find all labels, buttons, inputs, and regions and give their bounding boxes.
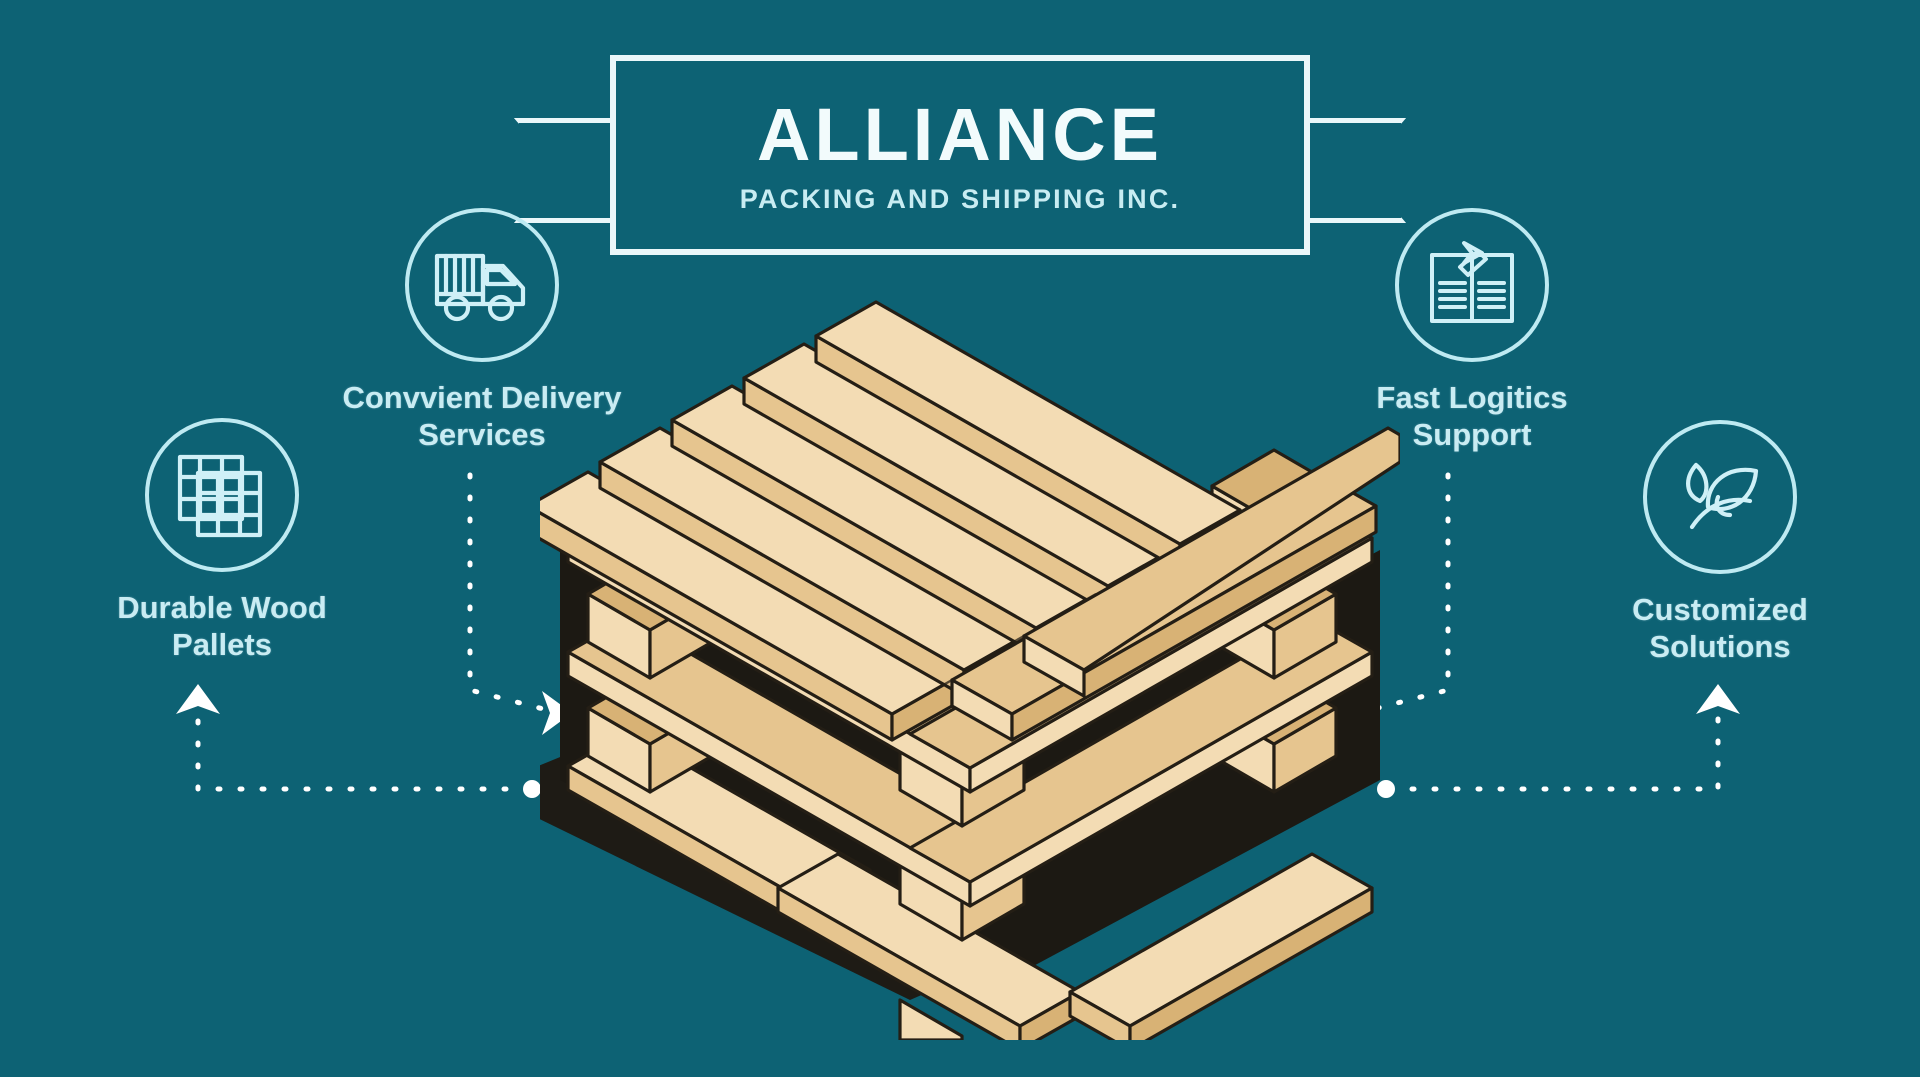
feature-fast-logitics-support[interactable]: Fast Logitics Support (1322, 208, 1622, 453)
feature-label: Convvient Delivery Services (342, 380, 622, 452)
stacked-pallet-icon (145, 418, 299, 572)
arrow-up-pallets (176, 684, 220, 714)
feature-convvient-delivery-services[interactable]: Convvient Delivery Services (332, 208, 632, 453)
pallet-middle-stringers (566, 616, 1374, 908)
brand-banner: ALLIANCE PACKING AND SHIPPING INC. (514, 55, 1406, 255)
arrow-up-custom (1696, 684, 1740, 714)
feature-customized-solutions[interactable]: Customized Solutions (1570, 420, 1870, 665)
banner-box: ALLIANCE PACKING AND SHIPPING INC. (610, 55, 1310, 255)
connector-custom-path (1387, 697, 1721, 792)
feature-label: Customized Solutions (1632, 592, 1808, 664)
page-title: ALLIANCE (756, 92, 1164, 176)
delivery-truck-icon (405, 208, 559, 362)
feature-label: Durable Wood Pallets (117, 590, 327, 662)
connector-pallets-path (195, 697, 531, 792)
connector-dot-left (523, 780, 541, 798)
pallet-bottom-deck (566, 730, 1374, 1052)
feature-label: Fast Logitics Support (1376, 380, 1568, 452)
brand-subtitle: PACKING AND SHIPPING INC. (739, 183, 1181, 214)
isometric-wood-pallet: .wd { fill:#F3DCB4; stroke:#241E15; stro… (480, 300, 1402, 1052)
eco-leaves-icon (1643, 420, 1797, 574)
feature-durable-wood-pallets[interactable]: Durable Wood Pallets (82, 418, 362, 663)
document-checklist-icon (1395, 208, 1549, 362)
pallet-top-rail-details (891, 592, 1097, 716)
